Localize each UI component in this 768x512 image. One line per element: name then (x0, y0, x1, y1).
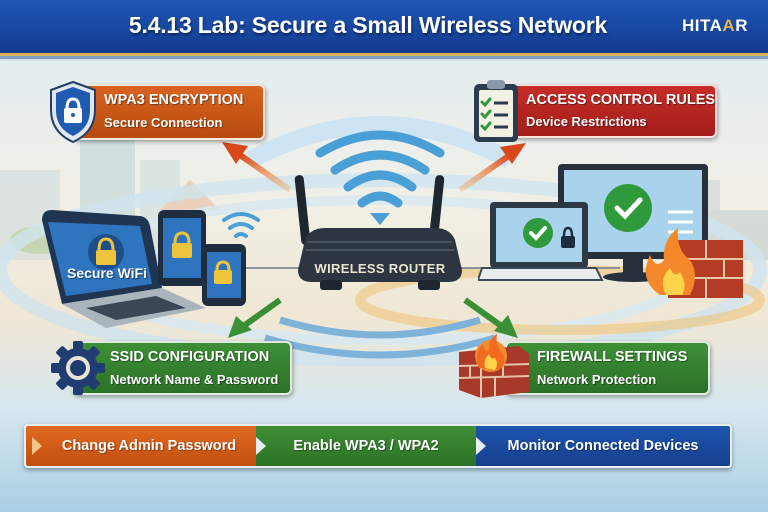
checklist-clipboard-icon (474, 80, 518, 142)
steps-bar: Change Admin Password Enable WPA3 / WPA2… (24, 424, 732, 468)
client-devices-illustration (42, 210, 260, 328)
firewall-brick-icon (645, 228, 743, 298)
callout-subtitle: Secure Connection (104, 115, 223, 130)
callout-subtitle: Device Restrictions (526, 114, 647, 129)
logo-accent: A (722, 16, 736, 35)
callout-title: ACCESS CONTROL RULES (526, 92, 716, 108)
callout-subtitle: Network Name & Password (110, 372, 279, 387)
callout-title: FIREWALL SETTINGS (537, 349, 688, 365)
laptop-icon (42, 210, 206, 328)
callout-title: WPA3 ENCRYPTION (104, 92, 244, 108)
chevron-right-icon (32, 437, 42, 455)
access-control-callout: ACCESS CONTROL RULES Device Restrictions (510, 84, 717, 138)
arrow-to-access-control (458, 143, 526, 193)
phone-icon (202, 244, 246, 306)
gear-icon (51, 341, 105, 395)
wireless-router-icon (294, 175, 462, 290)
wpa3-encryption-callout: WPA3 ENCRYPTION Secure Connection (72, 84, 265, 140)
chevron-right-icon (476, 437, 486, 455)
protected-devices-illustration (478, 164, 743, 298)
laptop-screen-text: Secure WiFi (66, 265, 147, 281)
arrow-to-ssid (228, 297, 282, 338)
arrow-to-firewall (463, 297, 518, 338)
logo: HITAAR (682, 16, 748, 35)
firewall-icon (458, 334, 530, 398)
page-title: 5.4.13 Lab: Secure a Small Wireless Netw… (128, 12, 608, 38)
title-banner (0, 0, 768, 59)
shield-lock-icon (50, 80, 96, 144)
firewall-settings-callout: FIREWALL SETTINGS Network Protection (505, 341, 710, 395)
callout-title: SSID CONFIGURATION (110, 349, 270, 365)
small-wifi-icon (222, 212, 260, 238)
step-change-admin-password: Change Admin Password (26, 426, 256, 466)
wifi-signal-icon (315, 130, 445, 225)
laptop-checkmark-icon (478, 202, 604, 281)
arrow-to-wpa3 (222, 142, 292, 193)
router-label: WIRELESS ROUTER (314, 261, 446, 276)
chevron-right-icon (256, 437, 266, 455)
step-enable-wpa3: Enable WPA3 / WPA2 (256, 426, 476, 466)
step-monitor-devices: Monitor Connected Devices (476, 426, 730, 466)
callout-subtitle: Network Protection (537, 372, 657, 387)
tablet-icon (158, 210, 206, 286)
